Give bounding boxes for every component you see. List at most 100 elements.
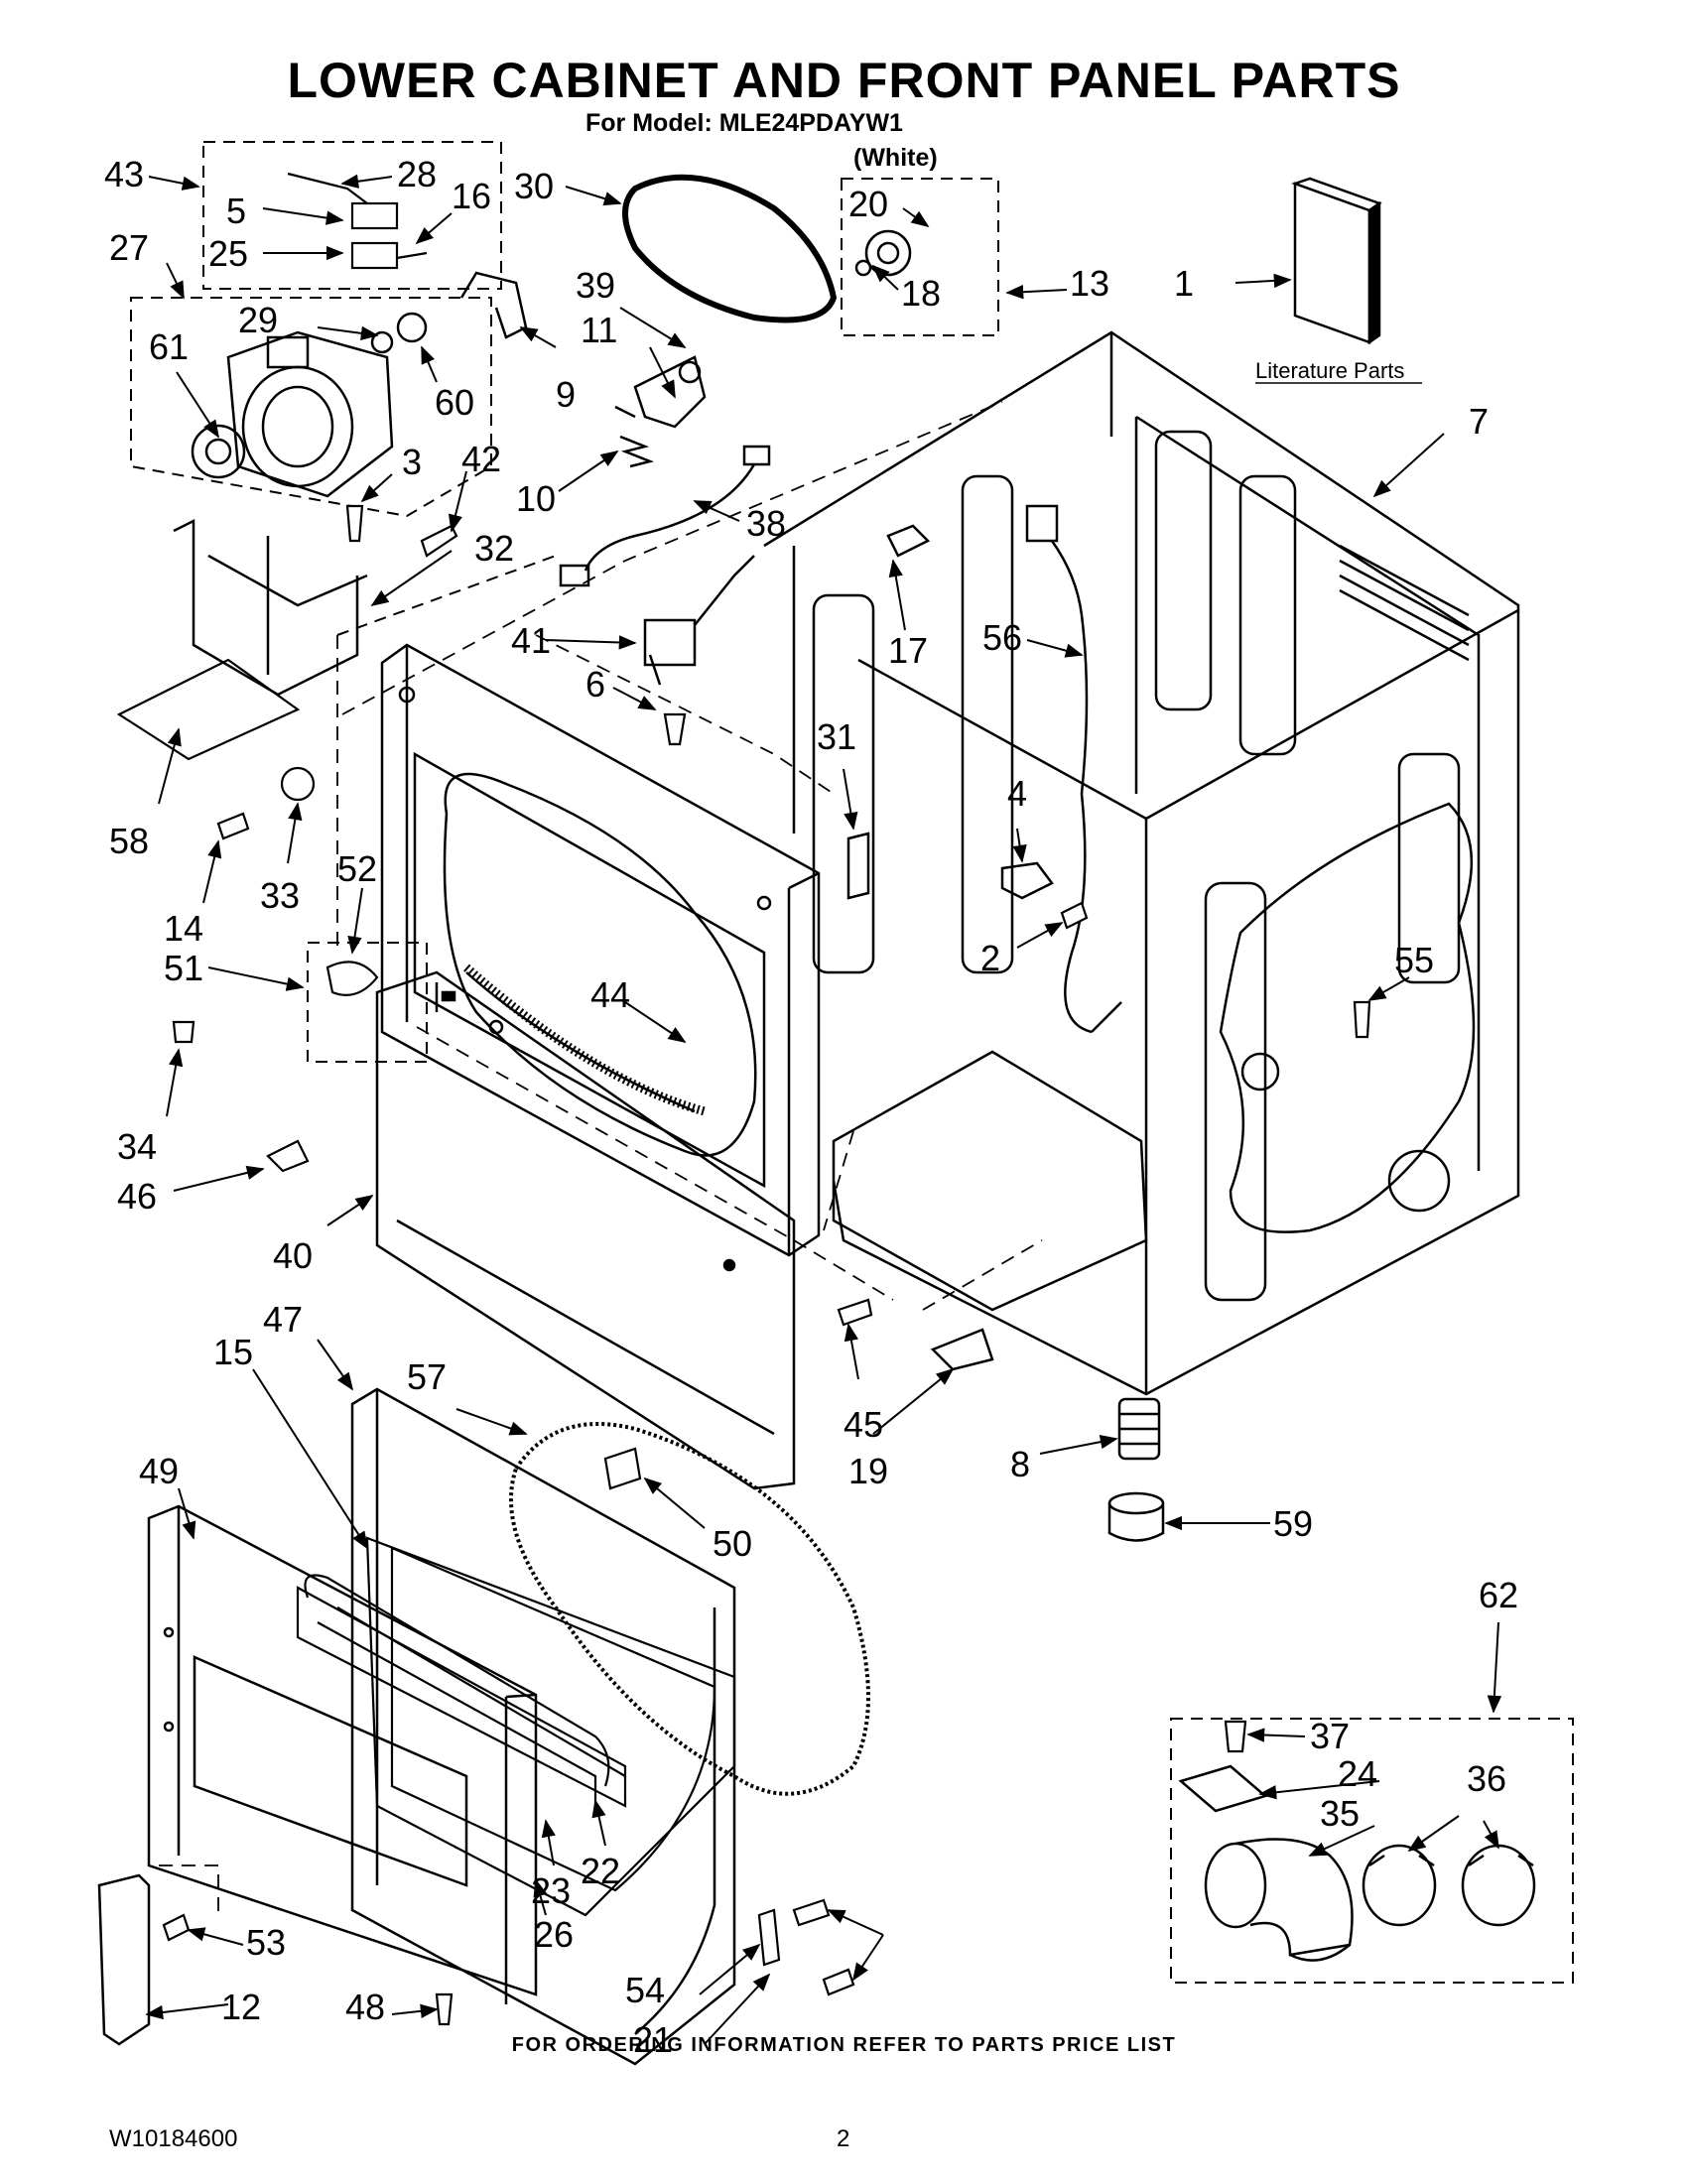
color-note: (White) [853, 144, 938, 172]
callout-52: 52 [337, 848, 377, 889]
callout-57: 57 [407, 1356, 447, 1397]
motor-pad [116, 658, 301, 761]
callout-53: 53 [246, 1922, 286, 1963]
callout-39: 39 [576, 265, 615, 306]
idler-arm [614, 355, 707, 429]
callout-11: 11 [581, 310, 617, 350]
idler-pulley [854, 229, 912, 277]
callout-56: 56 [982, 617, 1022, 658]
idler-spring [619, 435, 655, 468]
group-box-27 [130, 297, 492, 518]
callout-2: 2 [980, 938, 1000, 978]
screw-2 [1060, 901, 1089, 930]
clip-4 [1000, 861, 1054, 900]
door-glass-stack [296, 1536, 736, 1917]
callout-23: 23 [531, 1870, 571, 1911]
exhaust-elbow [1204, 1838, 1354, 1962]
callout-42: 42 [461, 439, 501, 479]
door-outer [147, 1504, 538, 2004]
exhaust-cap-b [1461, 1844, 1536, 1927]
drum-belt [622, 174, 838, 323]
callout-19: 19 [848, 1451, 888, 1491]
callout-10: 10 [516, 478, 556, 519]
callout-8: 8 [1010, 1444, 1030, 1484]
latch-50 [603, 1447, 642, 1490]
callout-16: 16 [452, 176, 491, 216]
callout-62: 62 [1479, 1575, 1518, 1615]
callout-31: 31 [817, 716, 856, 757]
clip-52 [325, 961, 379, 996]
exhaust-cap-a [1362, 1844, 1437, 1927]
ordering-note: FOR ORDERING INFORMATION REFER TO PARTS … [511, 2034, 1177, 2056]
callout-41: 41 [511, 620, 551, 661]
motor-clamp [459, 271, 528, 339]
callout-46: 46 [117, 1176, 157, 1217]
callout-9: 9 [556, 374, 576, 415]
callout-38: 38 [746, 503, 786, 544]
hinge-54 [757, 1908, 781, 1967]
callout-21: 21 [633, 2019, 673, 2060]
callout-47: 47 [263, 1299, 303, 1340]
callout-34: 34 [117, 1126, 157, 1167]
screw-55 [1353, 1000, 1371, 1039]
callout-18: 18 [901, 273, 941, 314]
drive-pulley [370, 312, 428, 354]
cabinet [763, 330, 1520, 1396]
callout-30: 30 [514, 166, 554, 206]
callout-51: 51 [164, 948, 203, 988]
callout-36: 36 [1467, 1758, 1506, 1799]
literature-label: Literature Parts [1255, 358, 1404, 383]
callout-14: 14 [164, 908, 203, 949]
callout-44: 44 [590, 974, 630, 1015]
callout-13: 13 [1070, 263, 1109, 304]
wire-harness-38 [559, 445, 771, 587]
screw-45c [822, 1968, 855, 1996]
motor-assembly [191, 330, 394, 498]
toe-panel [375, 970, 796, 1490]
washer-33 [280, 766, 316, 802]
callout-45: 45 [844, 1404, 883, 1445]
callout-54: 54 [625, 1970, 665, 2010]
callout-5: 5 [226, 191, 246, 231]
callout-28: 28 [397, 154, 437, 194]
page-title: LOWER CABINET AND FRONT PANEL PARTS [287, 53, 1401, 108]
screw-3 [345, 504, 364, 543]
clip-31 [846, 832, 870, 900]
callout-49: 49 [139, 1451, 179, 1491]
callout-22: 22 [581, 1851, 620, 1891]
foot-pad [1107, 1491, 1165, 1542]
callout-33: 33 [260, 875, 300, 916]
callout-35: 35 [1320, 1793, 1360, 1834]
callout-6: 6 [585, 664, 605, 705]
clip-19 [930, 1328, 994, 1371]
callout-61: 61 [149, 326, 189, 367]
callout-24: 24 [1338, 1753, 1377, 1794]
callout-37: 37 [1310, 1716, 1350, 1756]
screw-37 [1224, 1720, 1247, 1753]
callout-29: 29 [238, 300, 278, 340]
group-box-51 [307, 942, 428, 1063]
callout-25: 25 [208, 233, 248, 274]
screw-14 [216, 812, 250, 840]
screw-45b [792, 1898, 831, 1927]
screw-42 [420, 524, 458, 558]
screw-6 [663, 712, 687, 746]
motor-bracket [173, 518, 368, 697]
model-line: For Model: MLE24PDAYW1 [585, 109, 903, 137]
callout-48: 48 [345, 1987, 385, 2027]
clip-46 [266, 1139, 310, 1173]
door-handle [97, 1873, 151, 2046]
callout-40: 40 [273, 1235, 313, 1276]
callout-7: 7 [1469, 401, 1489, 442]
page-number: 2 [837, 2125, 850, 2152]
literature-pack [1291, 177, 1382, 345]
callout-17: 17 [888, 630, 928, 671]
callout-20: 20 [848, 184, 888, 224]
thermal-fuse-group [287, 172, 428, 270]
duct-blanket [1219, 802, 1476, 1233]
callout-4: 4 [1007, 773, 1027, 814]
callout-59: 59 [1273, 1503, 1313, 1544]
callout-26: 26 [534, 1914, 574, 1955]
door-gasket [509, 1422, 870, 1796]
